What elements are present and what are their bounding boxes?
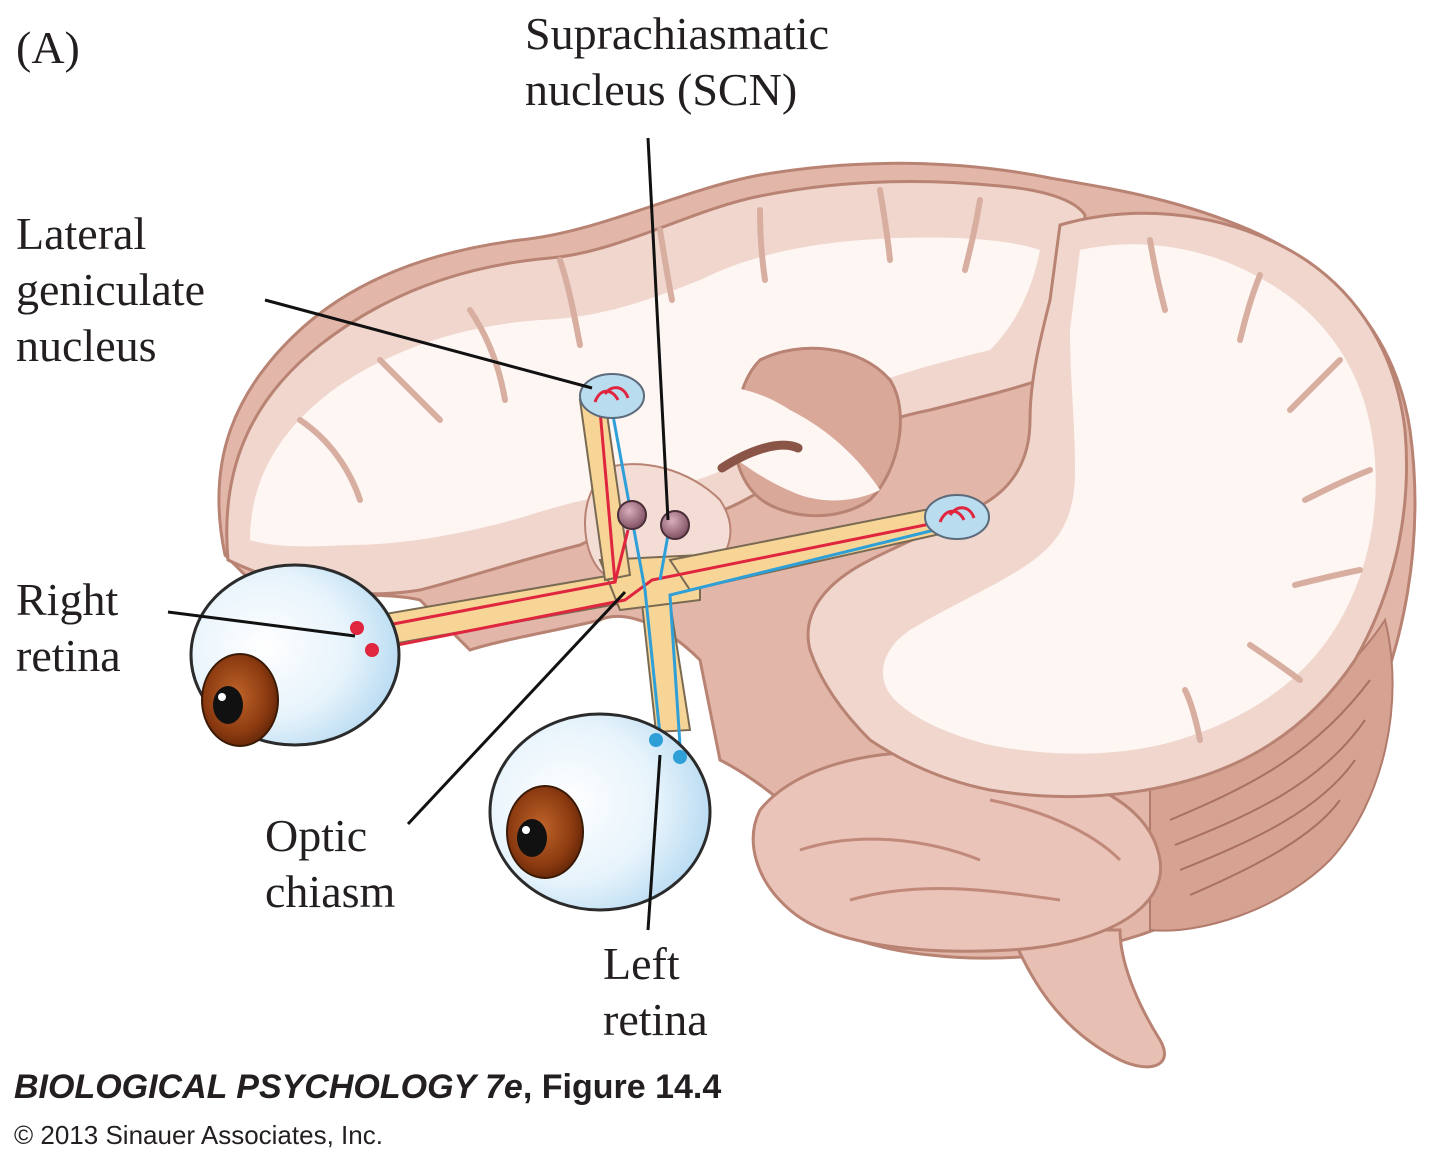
left-lgn — [579, 373, 645, 419]
scn-left — [617, 500, 647, 530]
right-eye — [189, 563, 401, 747]
panel-label: (A) — [16, 22, 80, 73]
label-lgn-line3: nucleus — [16, 320, 157, 371]
label-left-retina-line2: retina — [603, 994, 708, 1045]
label-optic-chiasm-line1: Optic — [265, 810, 368, 861]
leader-scn — [646, 137, 670, 521]
right-lgn — [924, 494, 990, 540]
label-lgn-line1: Lateral — [16, 208, 147, 259]
label-right-retina-line2: retina — [16, 630, 121, 681]
leader-left-retina — [646, 754, 662, 931]
figure-credit: BIOLOGICAL PSYCHOLOGY 7e, Figure 14.4 — [14, 1068, 721, 1107]
right-white-matter — [883, 244, 1376, 754]
optic-pathway — [350, 373, 990, 764]
label-left-retina-line1: Left — [603, 938, 680, 989]
left-eye — [488, 712, 712, 912]
leader-lines — [167, 137, 670, 931]
brainstem — [1007, 928, 1166, 1069]
third-ventricle-slit — [717, 440, 803, 473]
leader-optic-chiasm — [406, 590, 627, 826]
copyright-notice: © 2013 Sinauer Associates, Inc. — [14, 1120, 383, 1150]
label-scn-line2: nucleus (SCN) — [525, 64, 798, 115]
figure-number: , Figure 14.4 — [522, 1068, 722, 1106]
label-scn-line1: Suprachiasmatic — [525, 8, 830, 59]
left-white-matter — [250, 237, 1040, 547]
leader-right-retina — [167, 610, 356, 638]
label-lgn-line2: geniculate — [16, 264, 206, 315]
scn-right — [660, 510, 690, 540]
label-right-retina-line1: Right — [16, 574, 119, 625]
label-optic-chiasm-line2: chiasm — [265, 866, 396, 917]
book-title: BIOLOGICAL PSYCHOLOGY 7e — [14, 1068, 523, 1106]
leader-lgn — [264, 298, 593, 390]
brain — [217, 161, 1417, 1069]
